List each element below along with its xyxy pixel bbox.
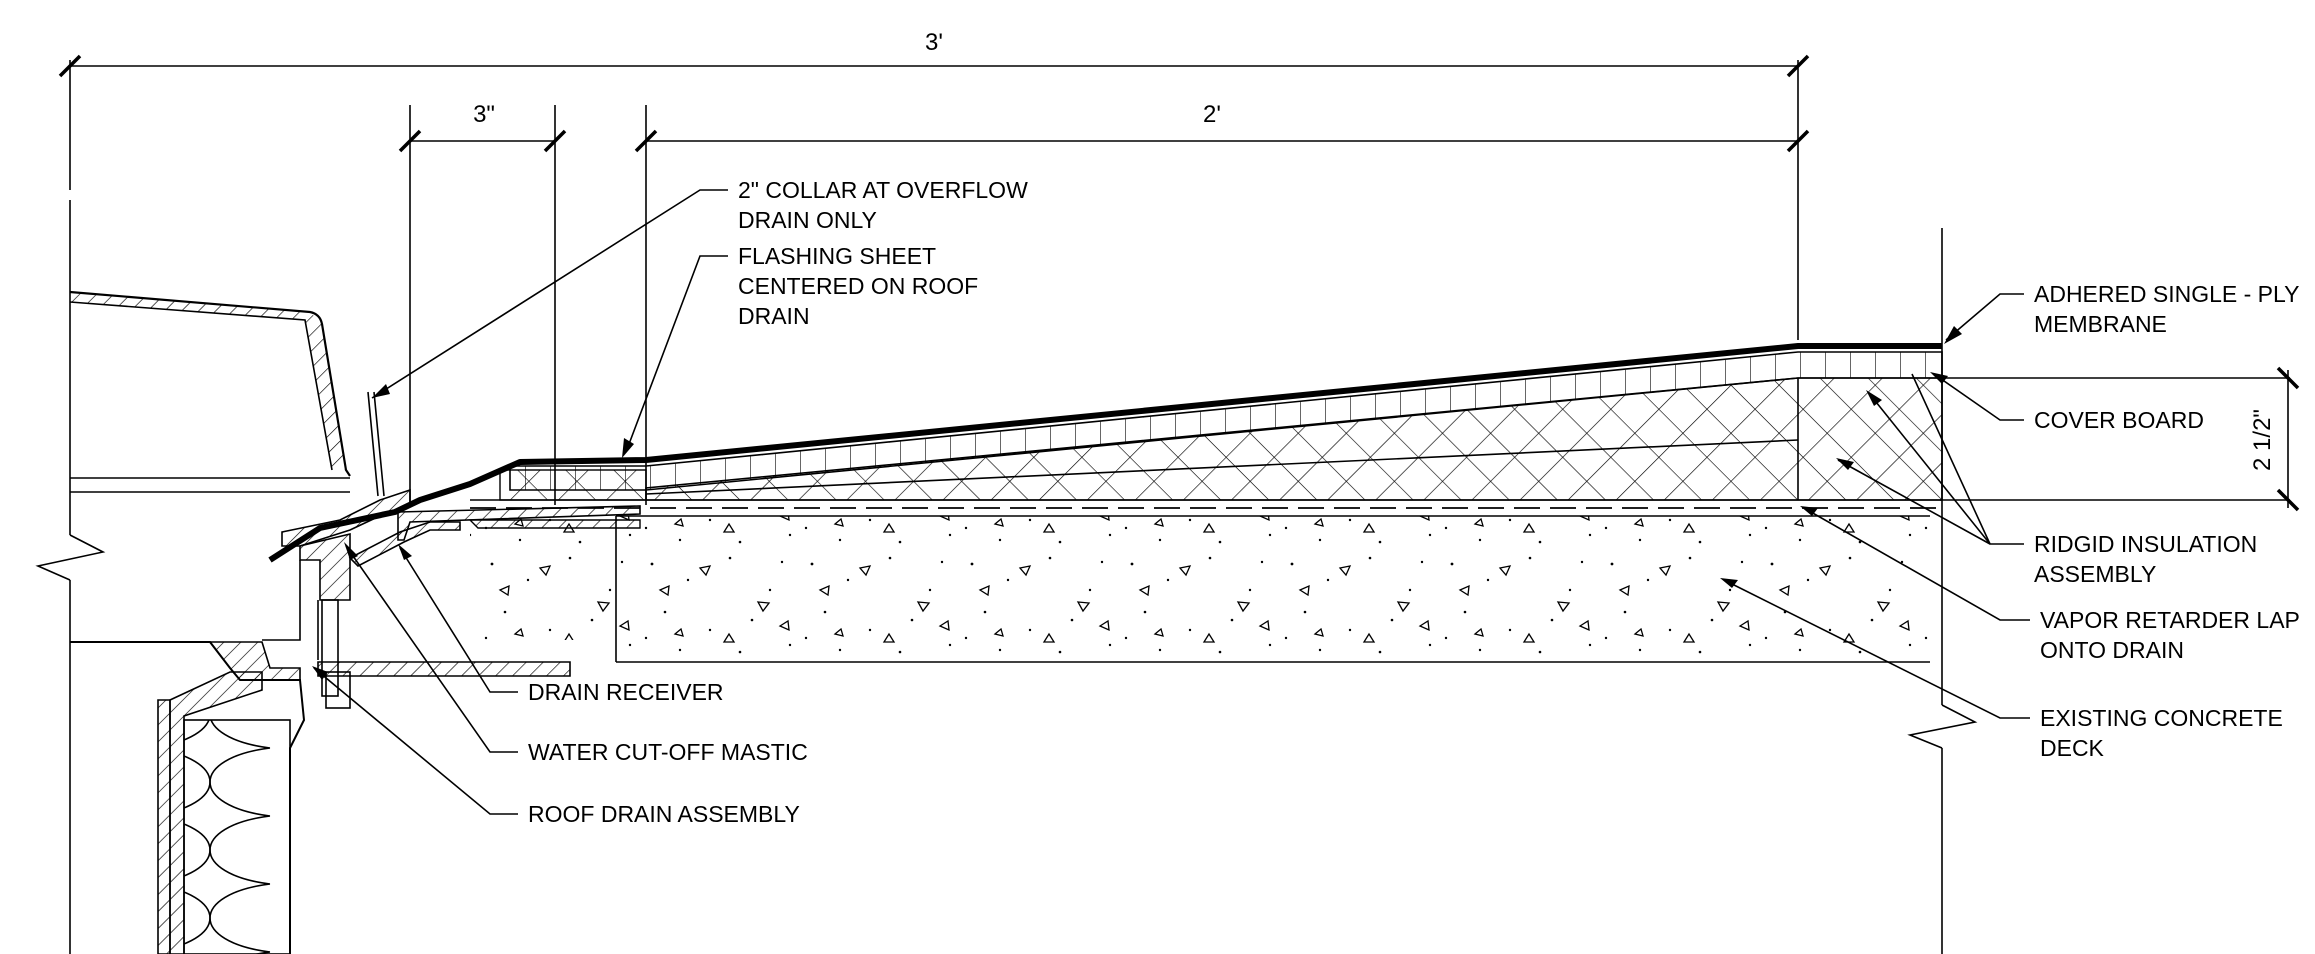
insulation-label-line2: ASSEMBLY: [2034, 561, 2156, 587]
svg-text:ADHERED SINGLE - PLY: ADHERED SINGLE - PLY: [2034, 281, 2299, 307]
flashing-label-line3: DRAIN: [738, 303, 810, 329]
dimension-collar-offset-label: 3": [473, 101, 495, 128]
concrete-deck: [470, 515, 1930, 663]
callout-membrane: ADHERED SINGLE - PLY MEMBRANE: [1944, 281, 2299, 344]
callout-insulation: RIDGID INSULATION ASSEMBLY: [1836, 373, 2257, 587]
callout-collar: 2" COLLAR AT OVERFLOW DRAIN ONLY: [371, 177, 1028, 399]
callout-drain-receiver: DRAIN RECEIVER: [398, 544, 724, 705]
dimension-slope-length: 2': [634, 101, 1810, 505]
flashing-label-line1: FLASHING SHEET: [738, 243, 936, 269]
dimension-collar-offset: 3": [398, 101, 567, 505]
svg-text:ASSEMBLY: ASSEMBLY: [2034, 561, 2156, 587]
svg-text:CENTERED ON ROOF: CENTERED ON ROOF: [738, 273, 978, 299]
membrane-label-line1: ADHERED SINGLE - PLY: [2034, 281, 2299, 307]
left-wall-break-line: [35, 200, 106, 954]
dimension-insulation-height-label: 2 1/2": [2249, 409, 2276, 471]
svg-text:EXISTING CONCRETE: EXISTING CONCRETE: [2040, 705, 2283, 731]
svg-text:RIDGID INSULATION: RIDGID INSULATION: [2034, 531, 2257, 557]
svg-text:WATER CUT-OFF MASTIC: WATER CUT-OFF MASTIC: [528, 739, 808, 765]
collar-label-line2: DRAIN ONLY: [738, 207, 877, 233]
vapor-label-line2: ONTO DRAIN: [2040, 637, 2184, 663]
dimension-slope-length-label: 2': [1203, 101, 1221, 128]
svg-text:DRAIN RECEIVER: DRAIN RECEIVER: [528, 679, 724, 705]
dimension-insulation-height: 2 1/2": [1940, 366, 2300, 512]
membrane-label-line2: MEMBRANE: [2034, 311, 2167, 337]
callout-flashing-sheet: FLASHING SHEET CENTERED ON ROOF DRAIN: [622, 243, 978, 458]
svg-text:2" COLLAR AT OVERFLOW: 2" COLLAR AT OVERFLOW: [738, 177, 1028, 203]
svg-text:MEMBRANE: MEMBRANE: [2034, 311, 2167, 337]
callout-vapor-retarder: VAPOR RETARDER LAP ONTO DRAIN: [1800, 506, 2300, 663]
dimension-overall: 3': [58, 29, 1810, 340]
svg-text:COVER BOARD: COVER BOARD: [2034, 407, 2204, 433]
dimension-overall-label: 3': [925, 29, 943, 56]
concrete-label-line1: EXISTING CONCRETE: [2040, 705, 2283, 731]
svg-text:ROOF DRAIN ASSEMBLY: ROOF DRAIN ASSEMBLY: [528, 801, 800, 827]
svg-text:FLASHING SHEET: FLASHING SHEET: [738, 243, 936, 269]
callout-concrete: EXISTING CONCRETE DECK: [1720, 578, 2283, 761]
mastic-label: WATER CUT-OFF MASTIC: [528, 739, 808, 765]
insulation-label-line1: RIDGID INSULATION: [2034, 531, 2257, 557]
callout-drain-assembly: ROOF DRAIN ASSEMBLY: [312, 666, 800, 827]
vapor-retarder: [470, 499, 1942, 509]
flashing-label-line2: CENTERED ON ROOF: [738, 273, 978, 299]
collar-label-line1: 2" COLLAR AT OVERFLOW: [738, 177, 1028, 203]
vapor-label-line1: VAPOR RETARDER LAP: [2040, 607, 2300, 633]
concrete-label-line2: DECK: [2040, 735, 2105, 761]
drain-assembly-label: ROOF DRAIN ASSEMBLY: [528, 801, 800, 827]
callout-mastic: WATER CUT-OFF MASTIC: [344, 542, 808, 765]
svg-text:DECK: DECK: [2040, 735, 2105, 761]
svg-text:DRAIN ONLY: DRAIN ONLY: [738, 207, 877, 233]
svg-text:ONTO DRAIN: ONTO DRAIN: [2040, 637, 2184, 663]
roof-drain-assembly: [69, 290, 641, 954]
svg-text:VAPOR RETARDER LAP: VAPOR RETARDER LAP: [2040, 607, 2300, 633]
svg-text:DRAIN: DRAIN: [738, 303, 810, 329]
cover-board-label: COVER BOARD: [2034, 407, 2204, 433]
callout-cover-board: COVER BOARD: [1930, 372, 2204, 433]
drain-receiver-label: DRAIN RECEIVER: [528, 679, 724, 705]
